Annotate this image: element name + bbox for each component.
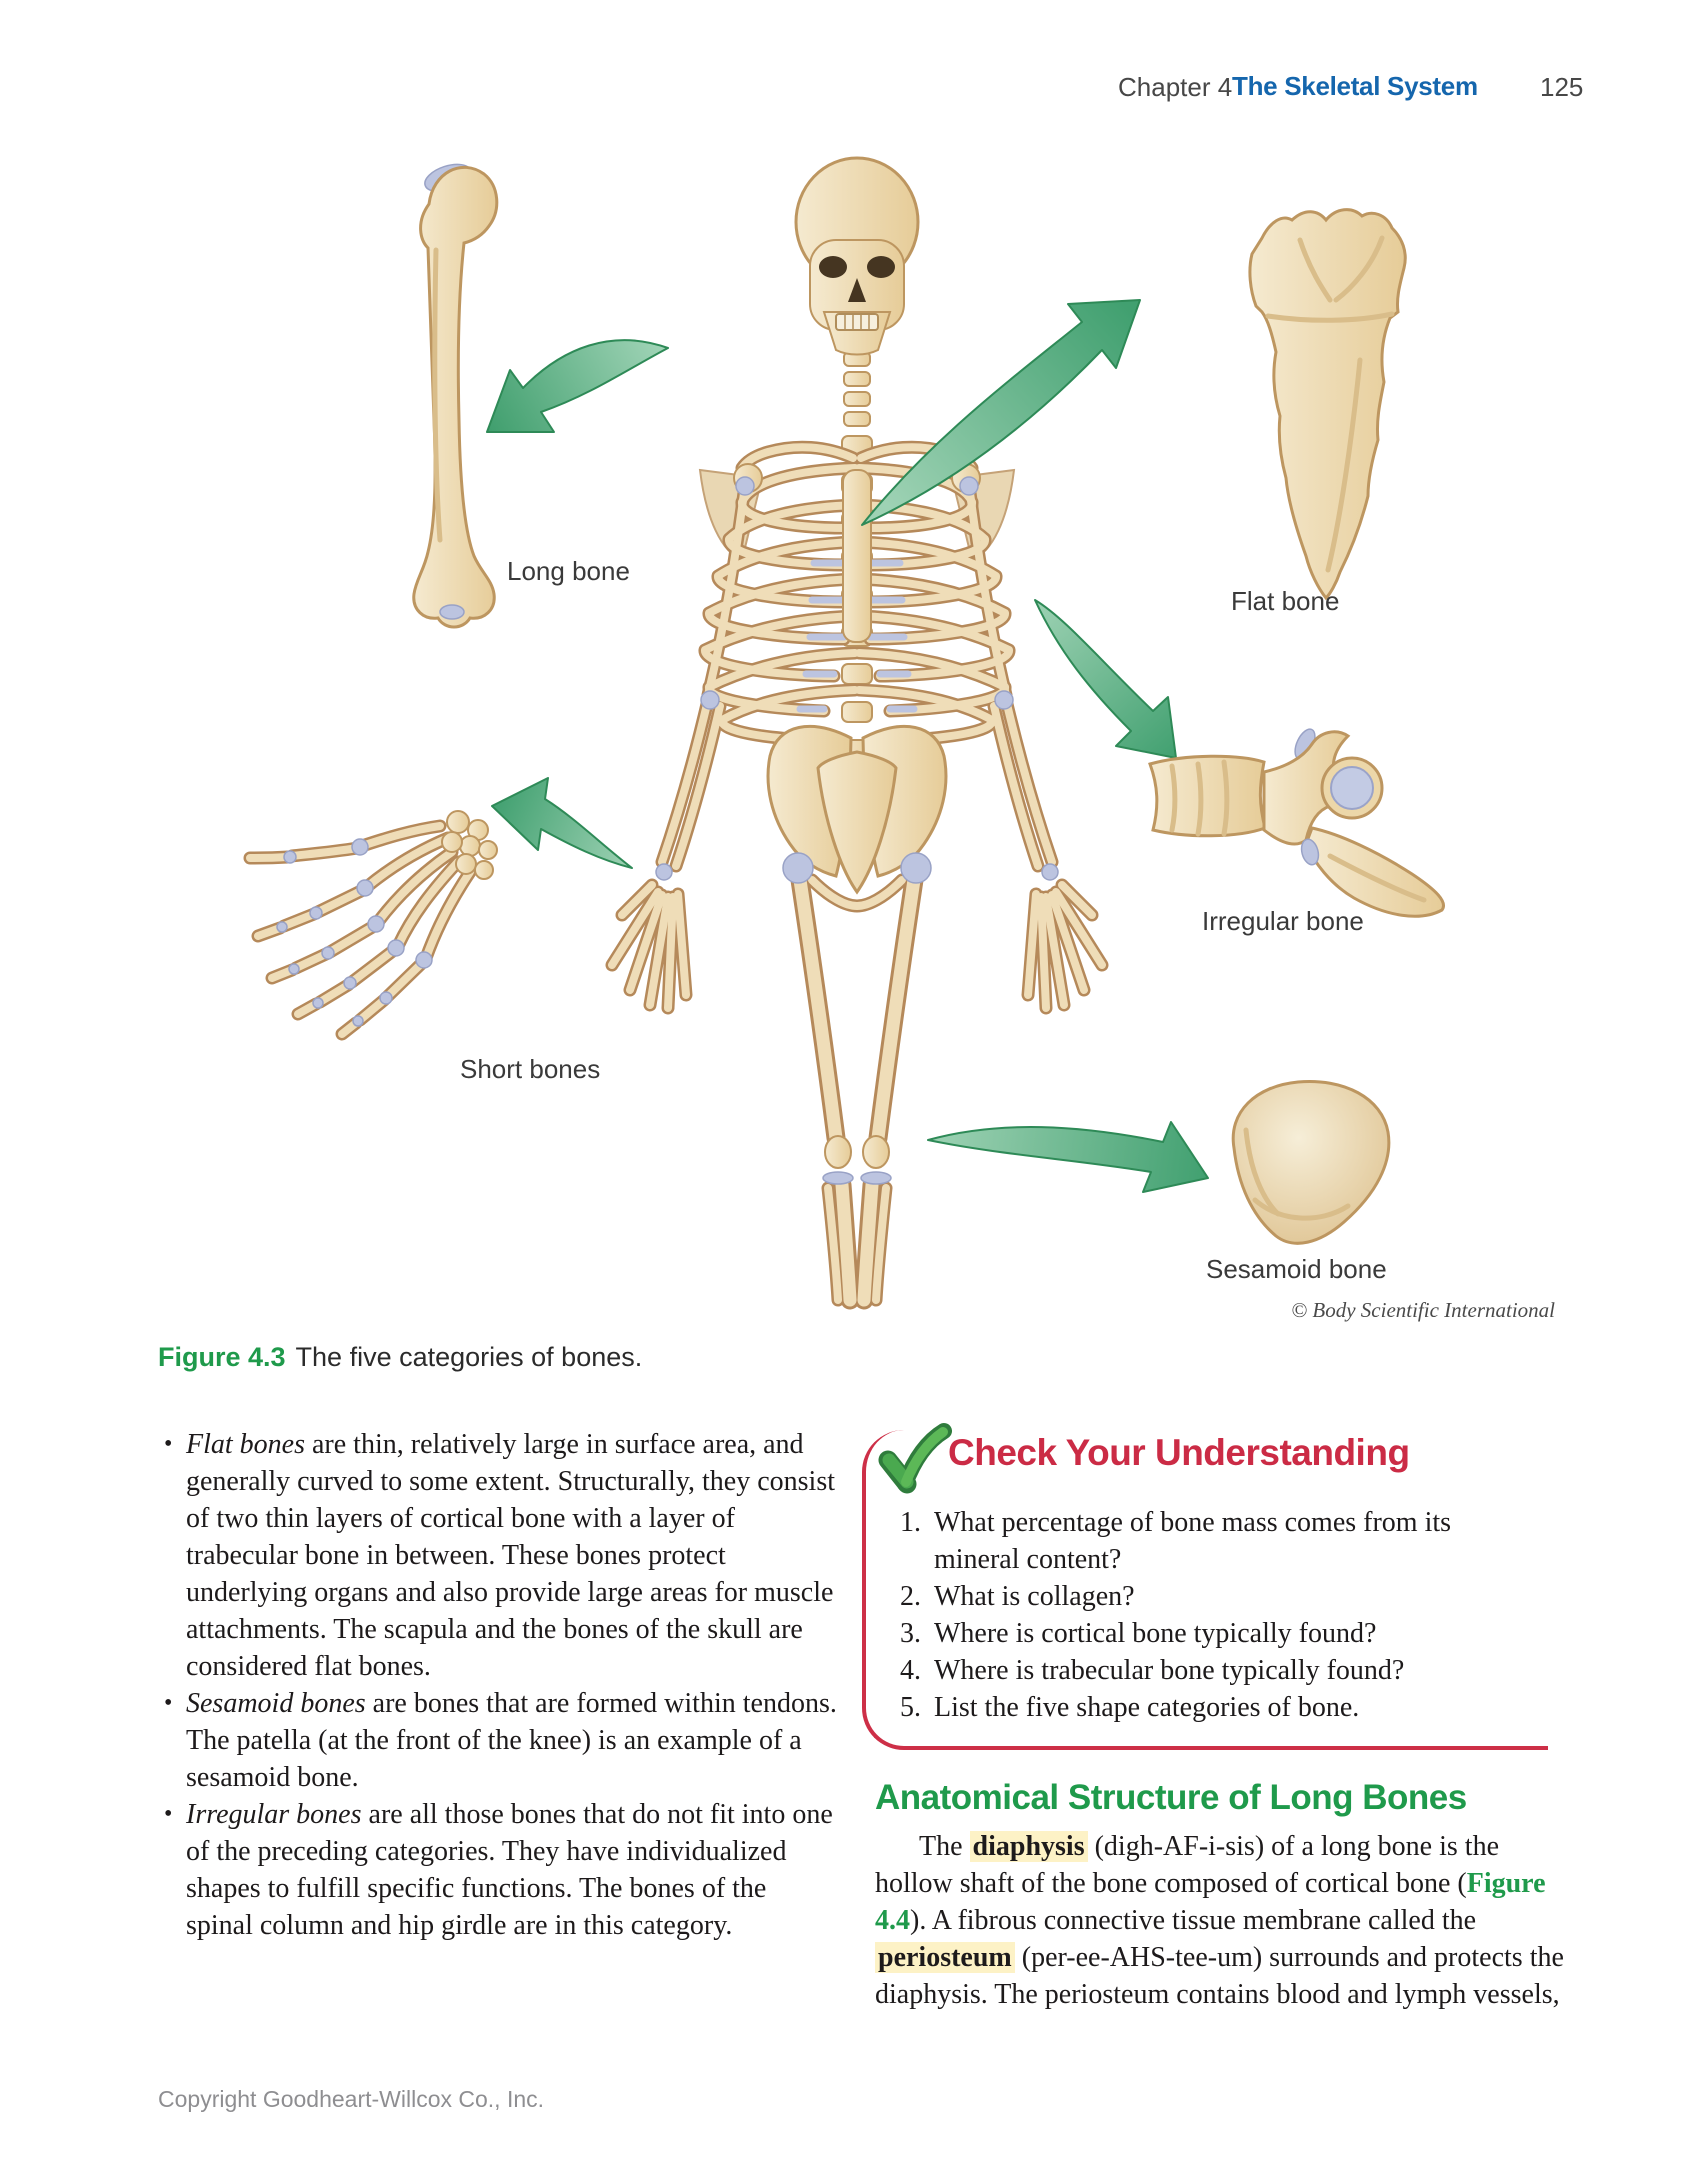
bullet-item: Sesamoid bones are bones that are formed…	[158, 1685, 840, 1796]
skeleton-illustration	[250, 156, 1102, 1300]
skeleton-figure-art	[0, 156, 1445, 1330]
cyu-question: 5. List the five shape categories of bone…	[900, 1689, 1520, 1726]
chapter-title: The Skeletal System	[1232, 71, 1478, 101]
label-sesamoid-bone: Sesamoid bone	[1206, 1254, 1387, 1284]
body-text: ). A fibrous connective tissue membrane …	[910, 1905, 1477, 1936]
section-paragraph: The diaphysis (digh-AF-i-sis) of a long …	[875, 1828, 1581, 2013]
question-number: 5.	[900, 1692, 921, 1723]
figure-caption-text: The five categories of bones.	[295, 1342, 643, 1372]
cyu-question: 3. Where is cortical bone typically found…	[900, 1615, 1520, 1652]
label-flat-bone: Flat bone	[1231, 586, 1340, 616]
sesamoid-bone-illustration	[1231, 1079, 1391, 1245]
bullet-item: Flat bones are thin, relatively large in…	[158, 1426, 840, 1685]
cyu-title: Check Your Understanding	[948, 1432, 1410, 1473]
figure-caption: Figure 4.3 The five categories of bones.	[158, 1342, 642, 1373]
cyu-question: 2. What is collagen?	[900, 1578, 1520, 1615]
highlighted-key-term: diaphysis	[969, 1831, 1088, 1862]
bullet-item: Irregular bones are all those bones that…	[158, 1796, 840, 1944]
page-number: 125	[1540, 72, 1584, 102]
green-checkmark-icon	[878, 1423, 952, 1494]
question-text: Where is trabecular bone typically found…	[934, 1655, 1405, 1686]
body-text: (per-ee-AHS-tee-um) surrounds and protec…	[875, 1942, 1564, 2010]
label-irregular-bone: Irregular bone	[1202, 906, 1364, 936]
question-number: 4.	[900, 1655, 921, 1686]
bone-categories-list: Flat bones are thin, relatively large in…	[158, 1426, 840, 1944]
label-long-bone: Long bone	[507, 556, 630, 586]
question-text: What is collagen?	[934, 1581, 1135, 1612]
italic-term: Irregular bones	[186, 1799, 362, 1830]
question-number: 1.	[900, 1507, 921, 1538]
italic-term: Flat bones	[186, 1429, 305, 1460]
section-heading: Anatomical Structure of Long Bones	[875, 1778, 1467, 1817]
figure-arrows	[486, 299, 1209, 1193]
irregular-bone-illustration	[1148, 728, 1445, 918]
figure-credit: © Body Scientific International	[1291, 1298, 1555, 1322]
short-bones-illustration	[276, 810, 498, 1027]
long-bone-illustration	[412, 163, 499, 629]
flat-bone-illustration	[1248, 208, 1407, 601]
chapter-label: Chapter 4	[1118, 72, 1233, 102]
figure-reference: Figure 4.4	[875, 1868, 1546, 1936]
cyu-question: 4. Where is trabecular bone typically fou…	[900, 1652, 1520, 1689]
cyu-question-list: 1. What percentage of bone mass comes fro…	[900, 1504, 1520, 1726]
body-text: are all those bones that do not fit into…	[186, 1799, 833, 1941]
question-number: 3.	[900, 1618, 921, 1649]
label-short-bones: Short bones	[460, 1054, 601, 1084]
check-your-understanding-box: Check Your Understanding 1. What percenta…	[862, 1423, 1548, 1750]
italic-term: Sesamoid bones	[186, 1688, 366, 1719]
figure-caption-label: Figure 4.3	[158, 1342, 286, 1372]
body-text: are bones that are formed within tendons…	[186, 1688, 837, 1793]
body-text: are thin, relatively large in surface ar…	[186, 1429, 836, 1682]
body-text: The	[919, 1831, 970, 1862]
question-number: 2.	[900, 1581, 921, 1612]
body-text-left-column: Flat bones are thin, relatively large in…	[158, 1426, 840, 1944]
copyright-footer: Copyright Goodheart-Willcox Co., Inc.	[158, 2086, 545, 2112]
question-text: What percentage of bone mass comes from …	[934, 1507, 1452, 1575]
question-text: List the five shape categories of bone.	[934, 1692, 1360, 1723]
question-text: Where is cortical bone typically found?	[934, 1618, 1377, 1649]
cyu-question: 1. What percentage of bone mass comes fro…	[900, 1504, 1520, 1578]
body-text: (digh-AF-i-sis) of a long bone is the ho…	[875, 1831, 1499, 1899]
highlighted-key-term: periosteum	[875, 1942, 1015, 1973]
